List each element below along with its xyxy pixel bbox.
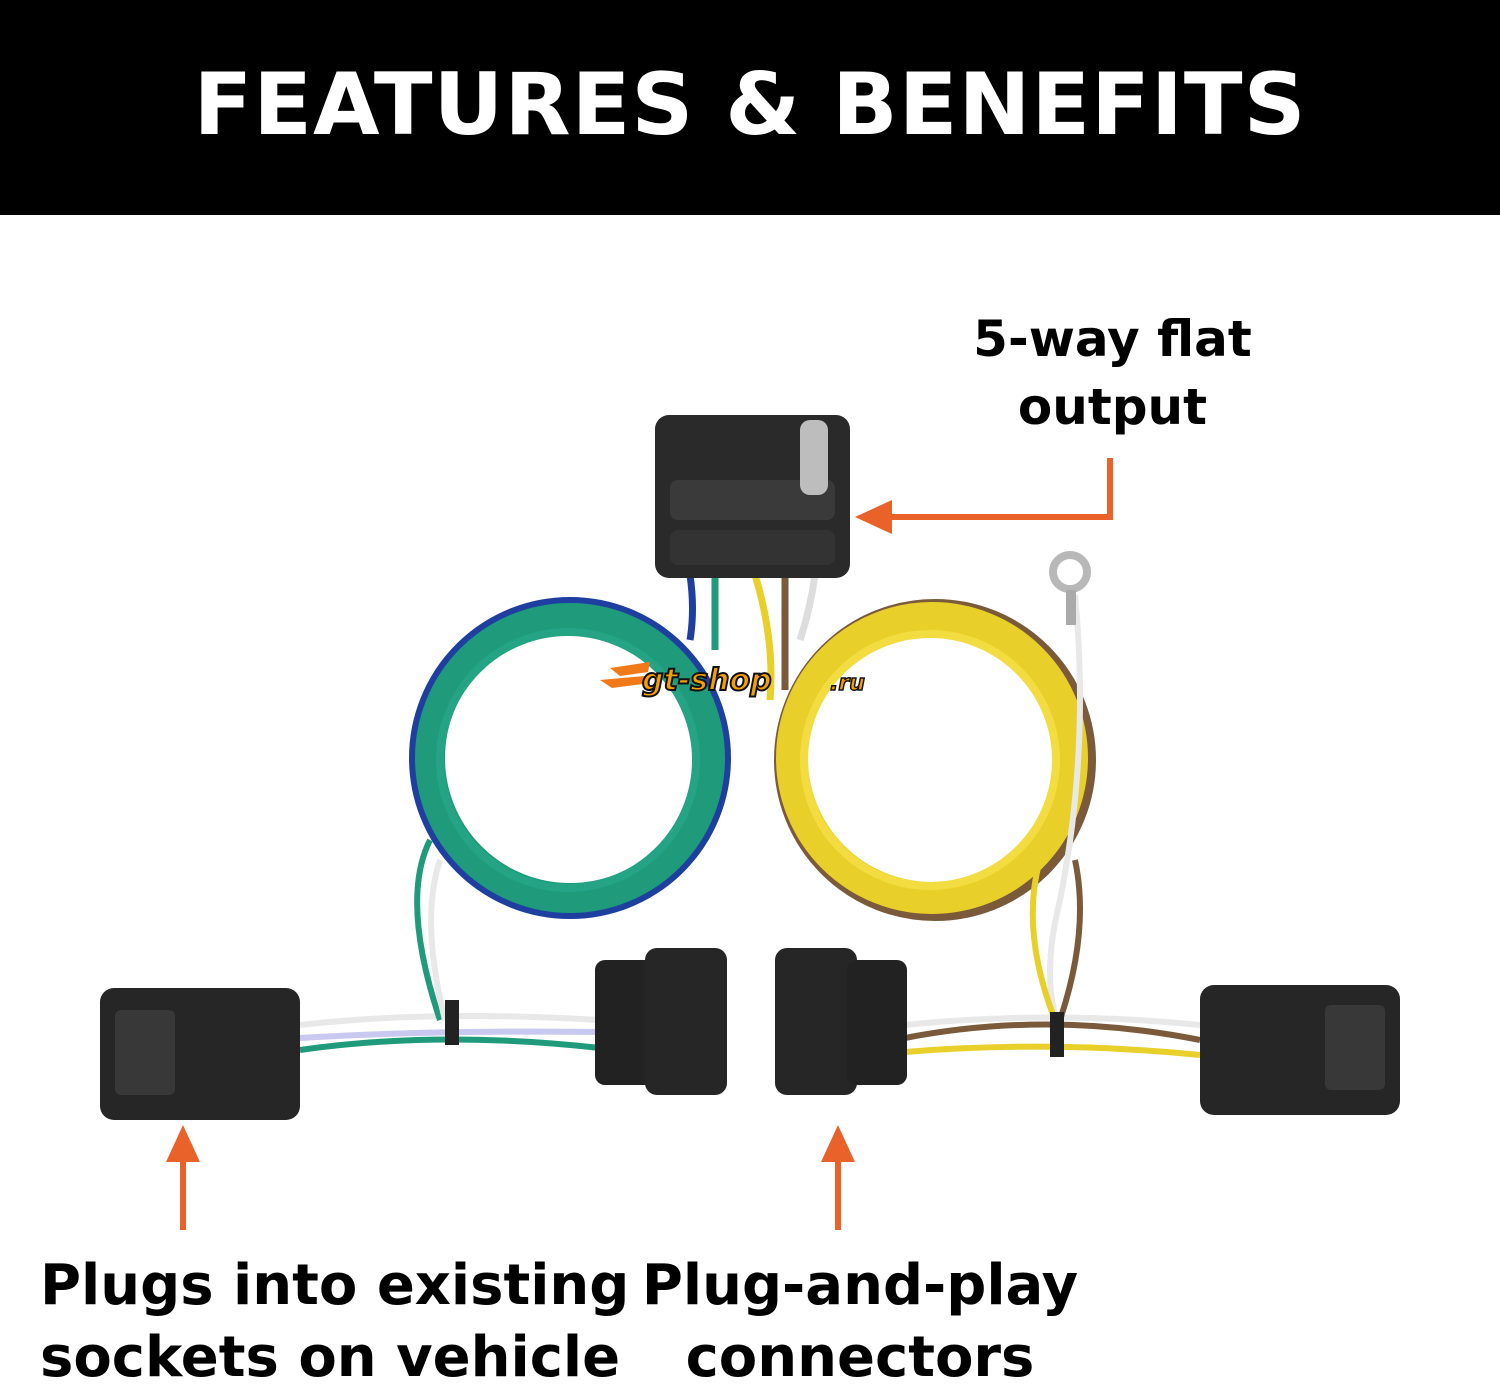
callout-connectors-line1: Plug-and-play (641, 1253, 1079, 1318)
watermark-logo: gt-shop .ru (600, 662, 866, 699)
callout-sockets: Plugs into existing sockets on vehicle (40, 1250, 630, 1394)
callout-output: 5-way flat output (950, 305, 1275, 441)
cable-tie (445, 1000, 459, 1045)
wiring-harness-illustration: gt-shop .ru (100, 415, 1400, 1230)
arrow-to-connectors (821, 1125, 855, 1230)
header-banner: FEATURES & BENEFITS (0, 0, 1500, 215)
vehicle-plug-left (100, 988, 300, 1120)
arrow-to-vehicle-plug (166, 1125, 200, 1230)
connector-socket-left (595, 948, 727, 1095)
callout-sockets-line1: Plugs into existing (40, 1253, 630, 1318)
vehicle-plug-right (1200, 985, 1400, 1115)
callout-connectors: Plug-and-play connectors (630, 1250, 1090, 1394)
callout-connectors-line2: connectors (685, 1325, 1035, 1390)
page-title: FEATURES & BENEFITS (193, 55, 1307, 155)
green-wire-coil (409, 597, 731, 919)
svg-text:.ru: .ru (830, 671, 865, 696)
callout-output-line2: output (1017, 378, 1208, 436)
yellow-wire-coil (774, 599, 1096, 921)
ground-ring-terminal (1047, 551, 1091, 1032)
flat-5-way-connector (655, 415, 850, 578)
arrow-to-output (855, 458, 1113, 534)
callout-output-line1: 5-way flat (973, 310, 1252, 368)
output-wires (686, 573, 819, 701)
svg-text:gt-shop: gt-shop (642, 663, 772, 698)
cable-tie (1050, 1012, 1064, 1057)
callout-sockets-line2: sockets on vehicle (40, 1325, 621, 1390)
connector-socket-right (775, 948, 907, 1095)
